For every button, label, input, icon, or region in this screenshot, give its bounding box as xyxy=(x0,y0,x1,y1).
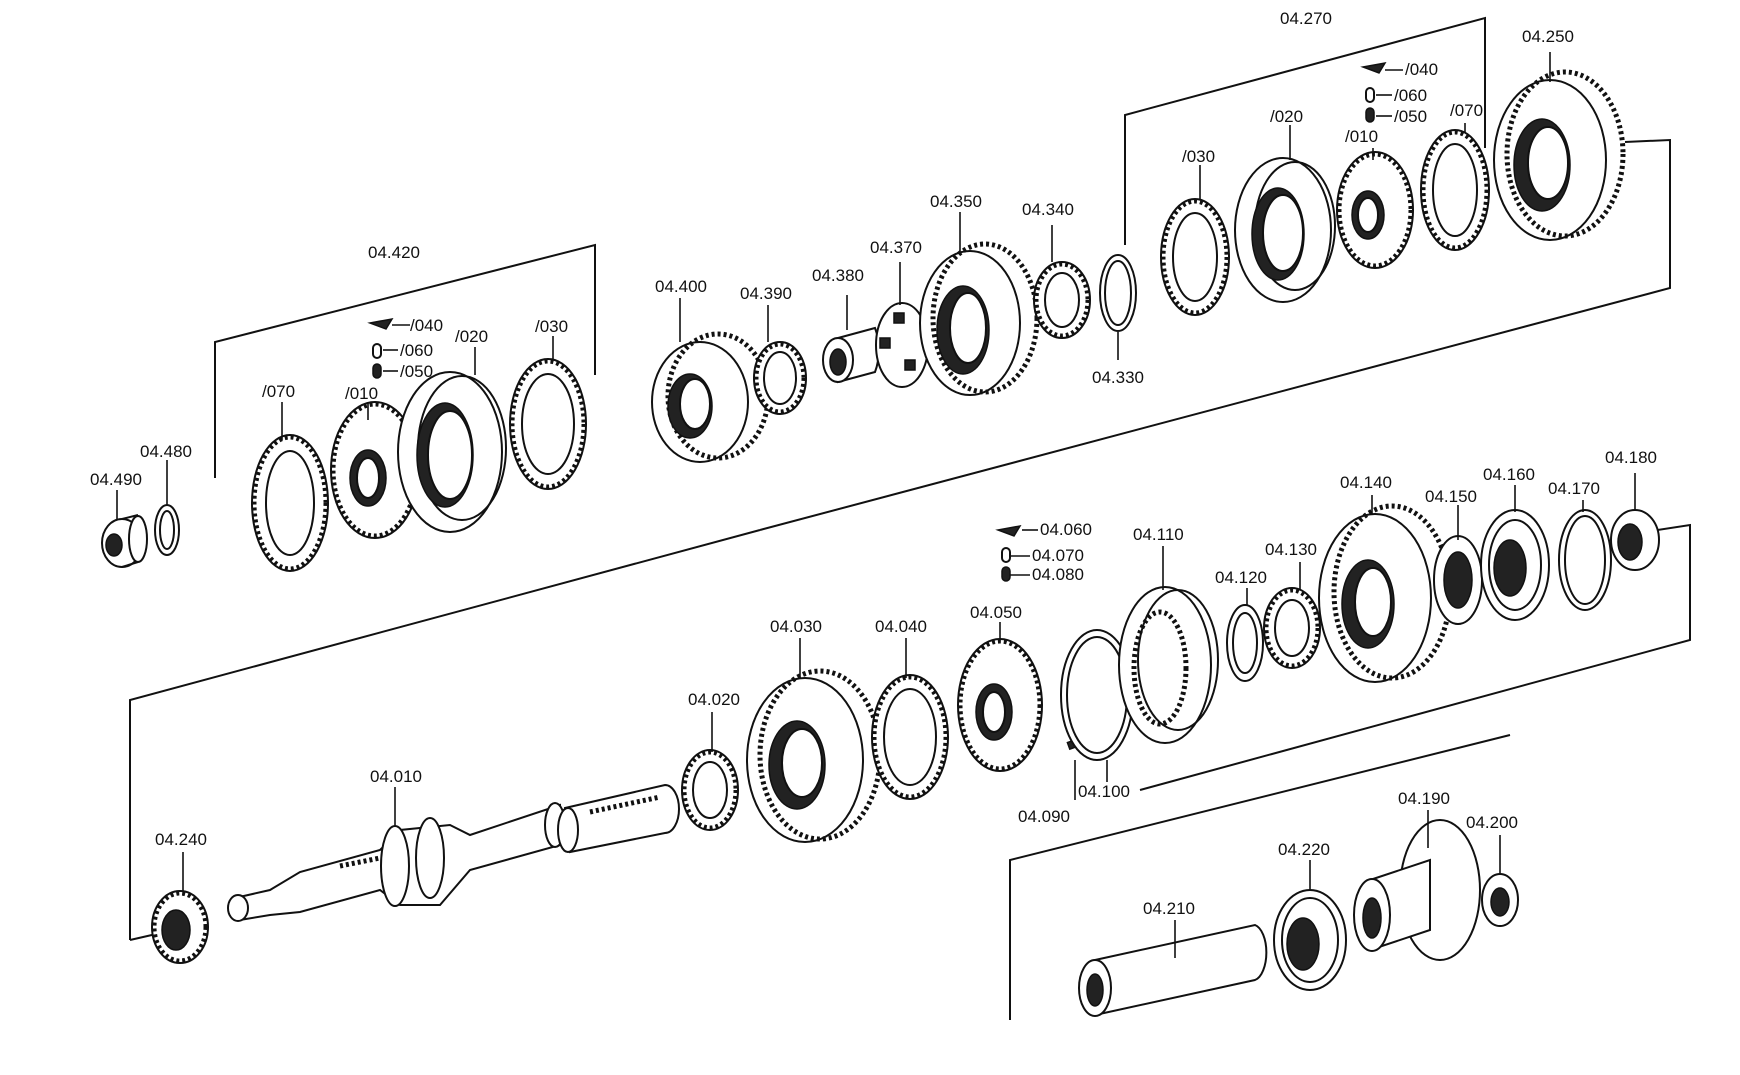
part-04-020-needle-bearing xyxy=(681,749,739,831)
part-04-180-bushing xyxy=(1610,509,1660,571)
label-04-220: 04.220 xyxy=(1278,840,1330,859)
label-04-130: 04.130 xyxy=(1265,540,1317,559)
part-04-190-flange xyxy=(1353,819,1481,961)
part-04-390-needle-bearing xyxy=(753,341,807,415)
label-04-270: 04.270 xyxy=(1280,9,1332,28)
label-04-150: 04.150 xyxy=(1425,487,1477,506)
label-04-170: 04.170 xyxy=(1548,479,1600,498)
label-04-120: 04.120 xyxy=(1215,568,1267,587)
label-270-050: /050 xyxy=(1394,107,1427,126)
label-04-240: 04.240 xyxy=(155,830,207,849)
label-04-330: 04.330 xyxy=(1092,368,1144,387)
label-420-050: /050 xyxy=(400,362,433,381)
label-04-050: 04.050 xyxy=(970,603,1022,622)
label-04-040: 04.040 xyxy=(875,617,927,636)
label-04-010: 04.010 xyxy=(370,767,422,786)
part-04-040-sync-ring xyxy=(871,674,949,800)
part-04-400-gear xyxy=(651,331,771,463)
part-04-350-gear xyxy=(919,241,1040,396)
label-420-030: /030 xyxy=(535,317,568,336)
label-420-010: /010 xyxy=(345,384,378,403)
part-420-070-sync-ring xyxy=(251,434,329,572)
part-04-170-circlip xyxy=(1558,509,1612,611)
label-04-350: 04.350 xyxy=(930,192,982,211)
label-04-210: 04.210 xyxy=(1143,899,1195,918)
part-270-020-sleeve xyxy=(1234,157,1336,303)
label-420-040: /040 xyxy=(410,316,443,335)
part-04-010-splined-end xyxy=(557,783,680,854)
label-04-200: 04.200 xyxy=(1466,813,1518,832)
label-04-030: 04.030 xyxy=(770,617,822,636)
label-04-190: 04.190 xyxy=(1398,789,1450,808)
part-04-340-needle-bearing xyxy=(1033,261,1091,339)
label-420-070: /070 xyxy=(262,382,295,401)
label-04-110: 04.110 xyxy=(1133,525,1184,544)
label-04-070: 04.070 xyxy=(1032,546,1084,565)
label-270-020: /020 xyxy=(1270,107,1303,126)
part-04-370-washer xyxy=(875,302,929,388)
part-04-100-ring xyxy=(1060,629,1134,761)
label-270-010: /010 xyxy=(1345,127,1378,146)
label-420-020: /020 xyxy=(455,327,488,346)
part-04-050-hub xyxy=(957,638,1043,772)
part-04-140-gear xyxy=(1318,503,1453,683)
label-420-060: /060 xyxy=(400,341,433,360)
label-04-100: 04.100 xyxy=(1078,782,1130,801)
label-270-060: /060 xyxy=(1394,86,1427,105)
label-04-400: 04.400 xyxy=(655,277,707,296)
part-270-070-sync-ring xyxy=(1420,129,1490,251)
label-270-030: /030 xyxy=(1182,147,1215,166)
part-labels: 04.420 04.490 04.480 /070 /010 /020 /030… xyxy=(90,9,1657,918)
label-04-180: 04.180 xyxy=(1605,448,1657,467)
part-04-030-gear xyxy=(746,668,883,843)
part-270-010-hub xyxy=(1336,151,1414,269)
label-270-040: /040 xyxy=(1405,60,1438,79)
label-04-160: 04.160 xyxy=(1483,465,1535,484)
part-04-210-tube xyxy=(1078,923,1268,1017)
part-420-030-sync-ring xyxy=(509,358,587,490)
leader-lines xyxy=(116,52,1636,958)
part-04-220-bearing xyxy=(1273,889,1347,991)
part-420-detents xyxy=(367,317,394,379)
part-420-020-sleeve xyxy=(397,371,507,533)
label-04-080: 04.080 xyxy=(1032,565,1084,584)
part-04-240-bearing xyxy=(151,890,209,964)
label-04-060: 04.060 xyxy=(1040,520,1092,539)
frame-04-420 xyxy=(214,243,596,478)
label-04-390: 04.390 xyxy=(740,284,792,303)
part-04-250-gear xyxy=(1493,69,1626,241)
label-04-020: 04.020 xyxy=(688,690,740,709)
part-04-160-bearing xyxy=(1480,509,1550,621)
part-04-200-nut xyxy=(1481,873,1519,927)
label-04-420: 04.420 xyxy=(368,243,420,262)
label-04-250: 04.250 xyxy=(1522,27,1574,46)
label-270-070: /070 xyxy=(1450,101,1483,120)
label-04-480: 04.480 xyxy=(140,442,192,461)
part-270-detents xyxy=(1360,61,1387,123)
part-04-380-bushing xyxy=(822,326,880,384)
part-270-030-sync-ring xyxy=(1160,198,1230,316)
frame-04-270 xyxy=(1124,16,1486,245)
part-04-480-ring xyxy=(154,504,180,556)
label-04-140: 04.140 xyxy=(1340,473,1392,492)
part-04-110-sleeve xyxy=(1118,586,1219,744)
part-04-330-circlip xyxy=(1099,254,1137,332)
part-04-130-needle-bearing xyxy=(1263,587,1321,669)
part-04-010-shaft xyxy=(227,802,566,922)
label-04-490: 04.490 xyxy=(90,470,142,489)
label-04-380: 04.380 xyxy=(812,266,864,285)
part-04-150-washer xyxy=(1433,535,1483,625)
part-04-120-washer xyxy=(1226,604,1264,682)
frame-main-shaft xyxy=(129,138,1671,940)
label-04-340: 04.340 xyxy=(1022,200,1074,219)
label-04-370: 04.370 xyxy=(870,238,922,257)
part-04-060-detents xyxy=(995,524,1022,582)
part-04-490-bearing xyxy=(101,514,148,568)
label-04-090: 04.090 xyxy=(1018,807,1070,826)
